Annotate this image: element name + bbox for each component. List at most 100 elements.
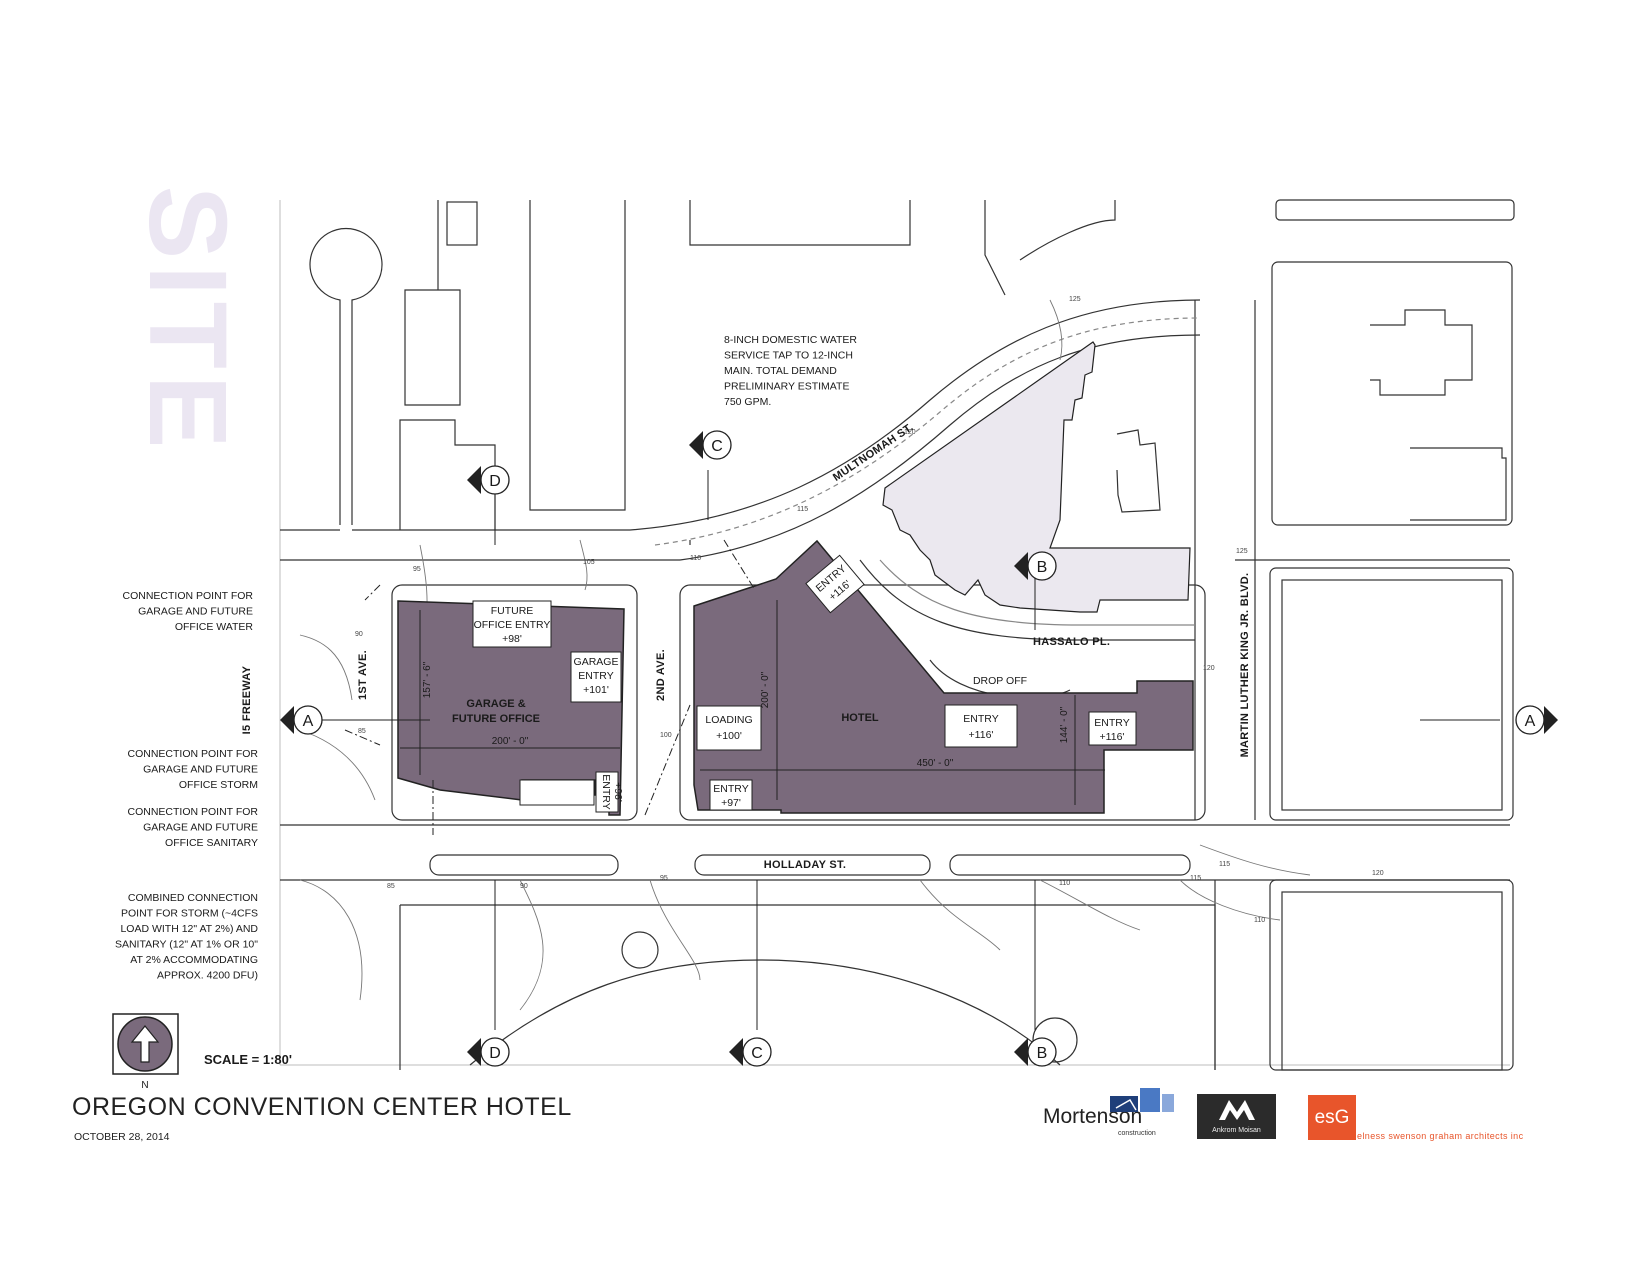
note-water-line-0: CONNECTION POINT FOR — [123, 590, 254, 602]
dim-hotel-depth: 200' - 0" — [760, 671, 771, 708]
garage-entry-label-line-1: ENTRY — [578, 670, 613, 682]
entry-97-label-line-0: ENTRY — [713, 783, 748, 795]
water-service-note-line-1: SERVICE TAP TO 12-INCH — [724, 350, 853, 362]
north-label: N — [141, 1080, 148, 1091]
contour-label-9: 125 — [1236, 548, 1248, 555]
street-i5-freeway: I5 FREEWAY — [241, 665, 253, 734]
section-markers: A A B B C C D D — [280, 430, 1558, 1067]
contour-label-18: 90 — [520, 883, 528, 890]
scale-label: SCALE = 1:80' — [204, 1052, 292, 1067]
section-marker-b-3: B — [1014, 1037, 1057, 1067]
hotel-building-label: HOTEL — [841, 712, 879, 724]
note-sanitary-line-1: GARAGE AND FUTURE — [143, 822, 258, 834]
entry-116-b-label-line-1: +116' — [1100, 731, 1125, 743]
mortenson-logo-sub: construction — [1118, 1130, 1156, 1137]
dim-garage-depth: 157' - 6" — [422, 661, 433, 698]
garage-building-label-line-0: GARAGE & — [466, 698, 525, 710]
section-marker-d-7: D — [467, 1037, 510, 1067]
street-hassalo: HASSALO PL. — [1033, 636, 1110, 648]
esg-logo: esG — [1308, 1095, 1356, 1140]
note-combined-line-1: POINT FOR STORM (~4CFS — [121, 908, 258, 920]
future-office-entry-label-line-1: OFFICE ENTRY — [474, 619, 551, 631]
future-office-entry-label-line-0: FUTURE — [491, 605, 534, 617]
ankrom-moisan-label: Ankrom Moisan — [1212, 1127, 1261, 1134]
section-marker-a-1: A — [1515, 705, 1558, 735]
note-storm-line-0: CONNECTION POINT FOR — [128, 748, 259, 760]
section-marker-letter-0: A — [303, 713, 314, 730]
water-service-note-line-2: MAIN. TOTAL DEMAND — [724, 365, 837, 377]
contour-label-14: 95 — [660, 875, 668, 882]
loading-label-line-0: LOADING — [705, 714, 752, 726]
drop-off-label: DROP OFF — [973, 675, 1027, 687]
note-combined-line-5: APPROX. 4200 DFU) — [157, 970, 258, 982]
entry-97-label-line-1: +97' — [721, 797, 741, 809]
page-title: OREGON CONVENTION CENTER HOTEL — [72, 1093, 572, 1121]
contour-label-11: 115 — [1219, 861, 1230, 868]
note-sanitary-line-0: CONNECTION POINT FOR — [128, 806, 259, 818]
contour-label-12: 110 — [1059, 880, 1070, 887]
dim-garage-width: 200' - 0" — [492, 736, 529, 747]
water-service-note-line-4: 750 GPM. — [724, 396, 771, 408]
contour-label-13: 110 — [1254, 917, 1265, 924]
text-layer: SCALE = 1:80'N8-INCH DOMESTIC WATERSERVI… — [115, 296, 1384, 1091]
note-combined-line-0: COMBINED CONNECTION — [128, 892, 258, 904]
contour-label-5: 95 — [413, 566, 421, 573]
street-mlk: MARTIN LUTHER KING JR. BLVD. — [1239, 573, 1251, 758]
contour-label-0: 125 — [1069, 296, 1081, 303]
future-office-entry-label-line-2: +98' — [502, 633, 522, 645]
mortenson-mark-icon — [1110, 1088, 1174, 1112]
esg-logo-sub: elness swenson graham architects inc — [1357, 1131, 1524, 1141]
garage-building-label-line-1: FUTURE OFFICE — [452, 713, 540, 725]
dim-hotel-width: 450' - 0" — [917, 758, 954, 769]
page-date: OCTOBER 28, 2014 — [74, 1131, 170, 1143]
section-marker-d-6: D — [467, 465, 510, 495]
contour-label-6: 90 — [355, 631, 363, 638]
note-combined-line-3: SANITARY (12" AT 1% OR 10" — [115, 939, 258, 951]
section-marker-c-4: C — [689, 430, 732, 460]
site-watermark: SITE — [126, 186, 249, 455]
label-boxes — [472, 554, 1137, 813]
north-arrow-icon — [112, 1013, 179, 1075]
contour-label-16: 115 — [1190, 875, 1201, 882]
contour-lines — [299, 299, 1311, 1011]
section-marker-letter-4: C — [711, 438, 723, 455]
existing-building — [882, 341, 1191, 613]
dim-hotel-east-depth: 144' - 0" — [1059, 706, 1070, 743]
ankrom-moisan-logo — [1197, 1094, 1276, 1139]
note-combined-line-4: AT 2% ACCOMMODATING — [130, 954, 258, 966]
contour-label-4: 105 — [583, 559, 595, 566]
garage-entry-label-line-2: +101' — [583, 684, 609, 696]
section-marker-letter-6: D — [489, 473, 501, 490]
note-combined-line-2: LOAD WITH 12" AT 2%) AND — [120, 923, 258, 935]
street-multnomah: MULTNOMAH ST. — [831, 421, 916, 484]
loading-label-line-1: +100' — [716, 730, 742, 742]
ankrom-moisan-mark-icon — [1219, 1100, 1255, 1120]
note-storm-line-1: GARAGE AND FUTURE — [143, 764, 258, 776]
contour-label-8: 100 — [660, 732, 672, 739]
section-marker-letter-2: B — [1037, 559, 1048, 576]
section-lines — [320, 470, 1500, 1030]
contour-label-10: 120 — [1203, 665, 1215, 672]
note-sanitary-line-2: OFFICE SANITARY — [165, 837, 258, 849]
section-marker-b-2: B — [1014, 551, 1057, 581]
entry-96-label-line-0: ENTRY — [600, 774, 612, 809]
entry-116-b-label-line-0: ENTRY — [1094, 717, 1129, 729]
contour-label-15: 120 — [1372, 870, 1384, 877]
section-marker-letter-3: B — [1037, 1045, 1048, 1062]
street-holladay: HOLLADAY ST. — [764, 859, 846, 871]
contour-label-7: 85 — [358, 728, 366, 735]
drawing-frame — [279, 200, 1510, 1066]
entry-96-label-line-1: +96' — [612, 782, 624, 802]
street-2nd-ave: 2ND AVE. — [655, 649, 667, 701]
street-1st-ave: 1ST AVE. — [357, 650, 369, 700]
note-storm-line-2: OFFICE STORM — [179, 779, 258, 791]
entry-116-a-label-line-1: +116' — [969, 729, 994, 741]
contour-label-3: 110 — [690, 555, 701, 562]
contour-label-1: 120 — [904, 429, 916, 436]
section-marker-letter-1: A — [1525, 713, 1536, 730]
entry-116-a-label-line-0: ENTRY — [963, 713, 998, 725]
note-water-line-2: OFFICE WATER — [175, 621, 254, 633]
section-marker-letter-5: C — [751, 1045, 763, 1062]
water-service-note-line-3: PRELIMINARY ESTIMATE — [724, 381, 849, 393]
